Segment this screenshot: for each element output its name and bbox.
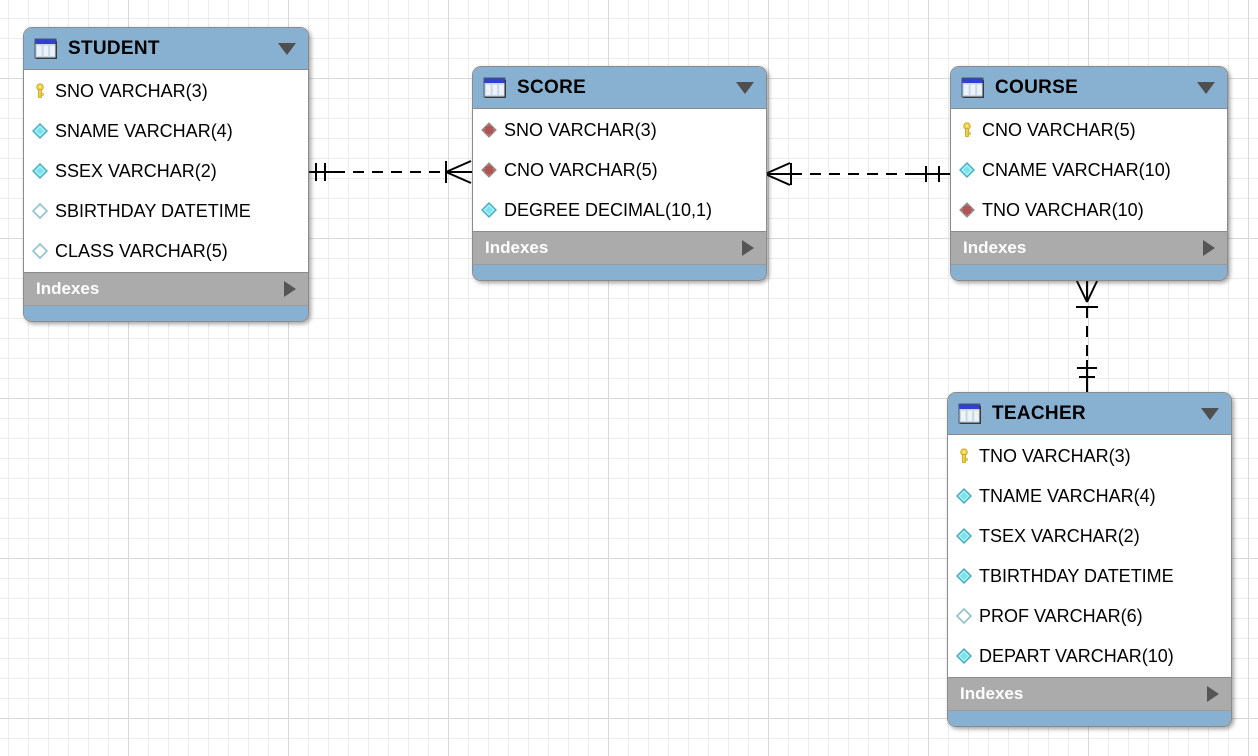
notnull-column-icon	[32, 123, 48, 139]
column-row[interactable]: TNO VARCHAR(10)	[951, 190, 1227, 230]
nullable-column-icon	[32, 203, 48, 219]
primary-key-icon	[956, 448, 972, 464]
column-label: TBIRTHDAY DATETIME	[979, 565, 1174, 586]
column-label: CNAME VARCHAR(10)	[982, 159, 1171, 180]
indexes-label: Indexes	[963, 238, 1027, 257]
table-header[interactable]: SCORE	[473, 67, 766, 109]
primary-key-icon	[32, 83, 48, 99]
table-icon	[961, 77, 985, 99]
indexes-bar[interactable]: Indexes	[24, 272, 308, 305]
column-label: SBIRTHDAY DATETIME	[55, 200, 251, 221]
table-teacher[interactable]: TEACHER TNO VARCHAR(3) TNAME VARCHAR(4) …	[947, 392, 1232, 727]
column-row[interactable]: TNO VARCHAR(3)	[948, 436, 1231, 476]
notnull-column-icon	[481, 202, 497, 218]
relationship-course-teacher[interactable]	[1075, 277, 1099, 392]
column-row[interactable]: CLASS VARCHAR(5)	[24, 231, 308, 271]
indexes-bar[interactable]: Indexes	[951, 231, 1227, 264]
indexes-expand-icon[interactable]	[1207, 686, 1219, 702]
column-row[interactable]: PROF VARCHAR(6)	[948, 596, 1231, 636]
table-score[interactable]: SCORE SNO VARCHAR(3) CNO VARCHAR(5) DEGR…	[472, 66, 767, 281]
column-label: TSEX VARCHAR(2)	[979, 525, 1140, 546]
column-label: SSEX VARCHAR(2)	[55, 160, 217, 181]
table-title: SCORE	[517, 76, 587, 98]
column-label: TNAME VARCHAR(4)	[979, 485, 1156, 506]
collapse-triangle-icon[interactable]	[1197, 81, 1215, 94]
table-footer	[24, 305, 308, 321]
collapse-triangle-icon[interactable]	[1201, 407, 1219, 420]
column-label: SNO VARCHAR(3)	[55, 80, 208, 101]
column-label: DEGREE DECIMAL(10,1)	[504, 199, 713, 220]
relationship-score-course[interactable]	[764, 162, 950, 186]
nullable-column-icon	[956, 608, 972, 624]
notnull-column-icon	[959, 162, 975, 178]
foreign-key-icon	[481, 122, 497, 138]
column-label: DEPART VARCHAR(10)	[979, 645, 1174, 666]
column-row[interactable]: SNO VARCHAR(3)	[24, 71, 308, 111]
table-icon	[34, 38, 58, 60]
collapse-triangle-icon[interactable]	[736, 81, 754, 94]
notnull-column-icon	[956, 648, 972, 664]
collapse-triangle-icon[interactable]	[278, 42, 296, 55]
relationship-student-score[interactable]	[309, 160, 472, 184]
column-row[interactable]: CNO VARCHAR(5)	[951, 110, 1227, 150]
column-label: SNO VARCHAR(3)	[504, 119, 657, 140]
column-label: CNO VARCHAR(5)	[504, 159, 658, 180]
table-course[interactable]: COURSE CNO VARCHAR(5) CNAME VARCHAR(10) …	[950, 66, 1228, 281]
table-footer	[473, 264, 766, 280]
column-row[interactable]: TBIRTHDAY DATETIME	[948, 556, 1231, 596]
column-row[interactable]: SBIRTHDAY DATETIME	[24, 191, 308, 231]
column-label: TNO VARCHAR(3)	[979, 445, 1131, 466]
columns-section: SNO VARCHAR(3) SNAME VARCHAR(4) SSEX VAR…	[24, 70, 308, 272]
indexes-label: Indexes	[36, 279, 100, 298]
column-row[interactable]: TNAME VARCHAR(4)	[948, 476, 1231, 516]
notnull-column-icon	[32, 163, 48, 179]
columns-section: CNO VARCHAR(5) CNAME VARCHAR(10) TNO VAR…	[951, 109, 1227, 231]
indexes-bar[interactable]: Indexes	[473, 231, 766, 264]
indexes-bar[interactable]: Indexes	[948, 677, 1231, 710]
column-label: CLASS VARCHAR(5)	[55, 240, 228, 261]
column-row[interactable]: CNO VARCHAR(5)	[473, 150, 766, 190]
notnull-column-icon	[956, 488, 972, 504]
table-footer	[948, 710, 1231, 726]
indexes-label: Indexes	[960, 684, 1024, 703]
foreign-key-icon	[481, 162, 497, 178]
foreign-key-icon	[959, 202, 975, 218]
column-row[interactable]: SNAME VARCHAR(4)	[24, 111, 308, 151]
column-row[interactable]: DEGREE DECIMAL(10,1)	[473, 190, 766, 230]
column-row[interactable]: SSEX VARCHAR(2)	[24, 151, 308, 191]
nullable-column-icon	[32, 243, 48, 259]
indexes-expand-icon[interactable]	[1203, 240, 1215, 256]
column-row[interactable]: CNAME VARCHAR(10)	[951, 150, 1227, 190]
columns-section: TNO VARCHAR(3) TNAME VARCHAR(4) TSEX VAR…	[948, 435, 1231, 677]
table-title: COURSE	[995, 76, 1079, 98]
column-row[interactable]: TSEX VARCHAR(2)	[948, 516, 1231, 556]
notnull-column-icon	[956, 528, 972, 544]
column-label: TNO VARCHAR(10)	[982, 199, 1144, 220]
table-header[interactable]: STUDENT	[24, 28, 308, 70]
column-row[interactable]: SNO VARCHAR(3)	[473, 110, 766, 150]
column-label: CNO VARCHAR(5)	[982, 119, 1136, 140]
column-row[interactable]: DEPART VARCHAR(10)	[948, 636, 1231, 676]
table-footer	[951, 264, 1227, 280]
primary-key-icon	[959, 122, 975, 138]
column-label: SNAME VARCHAR(4)	[55, 120, 233, 141]
table-header[interactable]: TEACHER	[948, 393, 1231, 435]
indexes-expand-icon[interactable]	[742, 240, 754, 256]
table-student[interactable]: STUDENT SNO VARCHAR(3) SNAME VARCHAR(4) …	[23, 27, 309, 322]
indexes-label: Indexes	[485, 238, 549, 257]
table-icon	[958, 403, 982, 425]
table-header[interactable]: COURSE	[951, 67, 1227, 109]
column-label: PROF VARCHAR(6)	[979, 605, 1143, 626]
table-title: TEACHER	[992, 402, 1086, 424]
columns-section: SNO VARCHAR(3) CNO VARCHAR(5) DEGREE DEC…	[473, 109, 766, 231]
indexes-expand-icon[interactable]	[284, 281, 296, 297]
table-icon	[483, 77, 507, 99]
notnull-column-icon	[956, 568, 972, 584]
table-title: STUDENT	[68, 37, 160, 59]
